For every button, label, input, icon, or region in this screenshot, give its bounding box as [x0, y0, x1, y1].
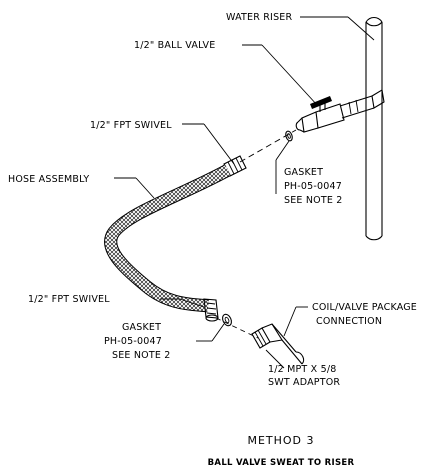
label-fpt-swivel-bottom: 1/2" FPT SWIVEL: [28, 294, 110, 305]
ball-valve: [295, 89, 385, 133]
label-gasket-top-2: PH-05-0047: [284, 181, 342, 192]
swt-adaptor: [251, 323, 283, 349]
label-adaptor-1: 1/2 MPT X 5/8: [268, 364, 336, 375]
caption-title: METHOD 3: [247, 434, 314, 447]
leader-lines: [114, 16, 375, 369]
label-gasket-bottom-1: GASKET: [122, 322, 161, 333]
gasket-bottom: [222, 313, 232, 327]
label-gasket-top-3: SEE NOTE 2: [284, 195, 343, 206]
caption-subtitle: BALL VALVE SWEAT TO RISER: [208, 458, 355, 468]
label-ball-valve: 1/2" BALL VALVE: [134, 40, 215, 51]
coil-connection-pipe: [271, 323, 305, 365]
fpt-swivel-bottom: [203, 298, 219, 322]
label-water-riser: WATER RISER: [226, 12, 292, 23]
label-gasket-bottom-3: SEE NOTE 2: [112, 350, 171, 361]
label-gasket-bottom-2: PH-05-0047: [104, 336, 162, 347]
label-gasket-top-1: GASKET: [284, 167, 323, 178]
water-riser: [365, 16, 383, 241]
gasket-top: [285, 130, 293, 142]
connection-dash-bottom: [215, 317, 259, 339]
hose-assembly: [104, 164, 232, 313]
label-coil-connection-1: COIL/VALVE PACKAGE: [312, 302, 417, 313]
label-adaptor-2: SWT ADAPTOR: [268, 377, 340, 388]
label-fpt-swivel-top: 1/2" FPT SWIVEL: [90, 120, 172, 131]
label-coil-connection-2: CONNECTION: [316, 316, 382, 327]
label-hose-assembly: HOSE ASSEMBLY: [8, 174, 89, 185]
connection-dash-top: [239, 129, 297, 163]
